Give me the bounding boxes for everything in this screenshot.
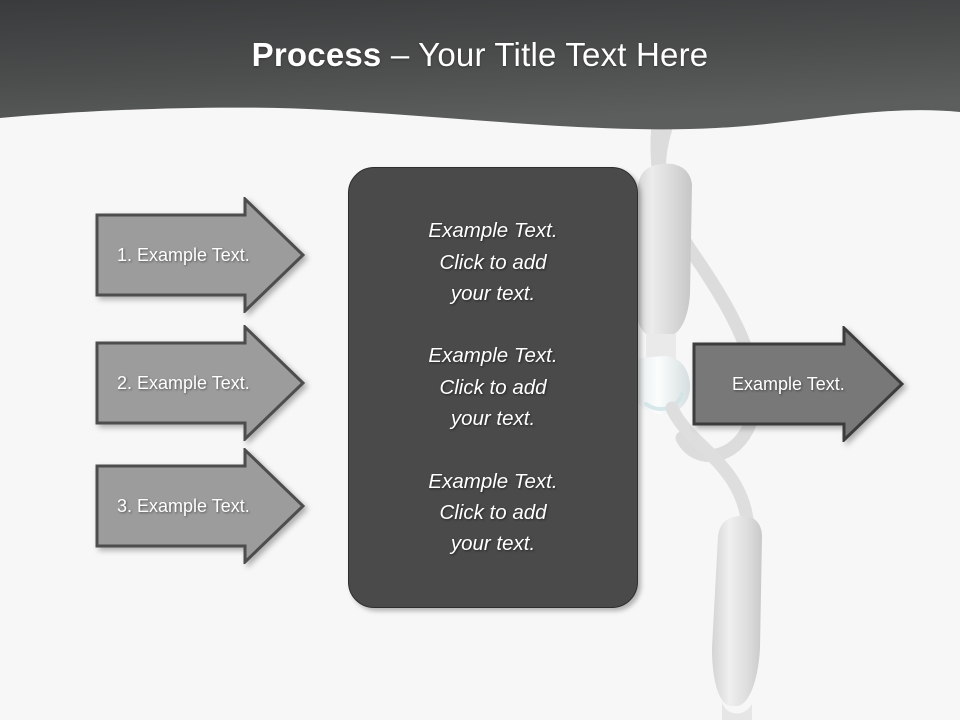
panel-text-block-3: Example Text. Click to add your text. — [367, 466, 619, 560]
panel-text-block-1-line-3: your text. — [450, 282, 536, 306]
panel-text-block-1-line-2: Click to add — [439, 250, 547, 274]
center-content-panel[interactable]: Example Text. Click to add your text. Ex… — [348, 167, 638, 608]
page-title-bold: Process — [251, 36, 382, 73]
arrow-right-shape-icon — [95, 325, 305, 441]
arrow-right-shape-icon — [95, 448, 305, 564]
process-step-arrow-3-label: 3. Example Text. — [117, 495, 250, 516]
panel-text-block-3-line-1: Example Text. — [428, 469, 558, 493]
panel-text-block-3-line-2: Click to add — [439, 500, 547, 524]
panel-text-block-2-line-1: Example Text. — [428, 344, 558, 368]
page-title-rest: – Your Title Text Here — [381, 36, 709, 73]
process-step-arrow-2[interactable]: 2. Example Text. — [95, 325, 305, 441]
panel-text-block-1-line-1: Example Text. — [428, 219, 558, 243]
process-step-arrow-3[interactable]: 3. Example Text. — [95, 448, 305, 564]
arrow-right-shape-icon — [95, 197, 305, 313]
process-result-arrow[interactable]: Example Text. — [692, 326, 904, 442]
panel-text-block-2-line-3: your text. — [450, 407, 536, 431]
page-title-container: Process – Your Title Text Here — [0, 0, 960, 110]
panel-text-block-3-line-3: your text. — [450, 532, 536, 556]
page-title: Process – Your Title Text Here — [252, 36, 709, 74]
process-step-arrow-1-label: 1. Example Text. — [117, 244, 250, 265]
panel-text-block-1: Example Text. Click to add your text. — [367, 215, 619, 309]
panel-text-block-2: Example Text. Click to add your text. — [367, 340, 619, 434]
process-result-arrow-label: Example Text. — [732, 373, 845, 394]
process-step-arrow-1[interactable]: 1. Example Text. — [95, 197, 305, 313]
panel-text-block-2-line-2: Click to add — [439, 375, 547, 399]
process-step-arrow-2-label: 2. Example Text. — [117, 372, 250, 393]
